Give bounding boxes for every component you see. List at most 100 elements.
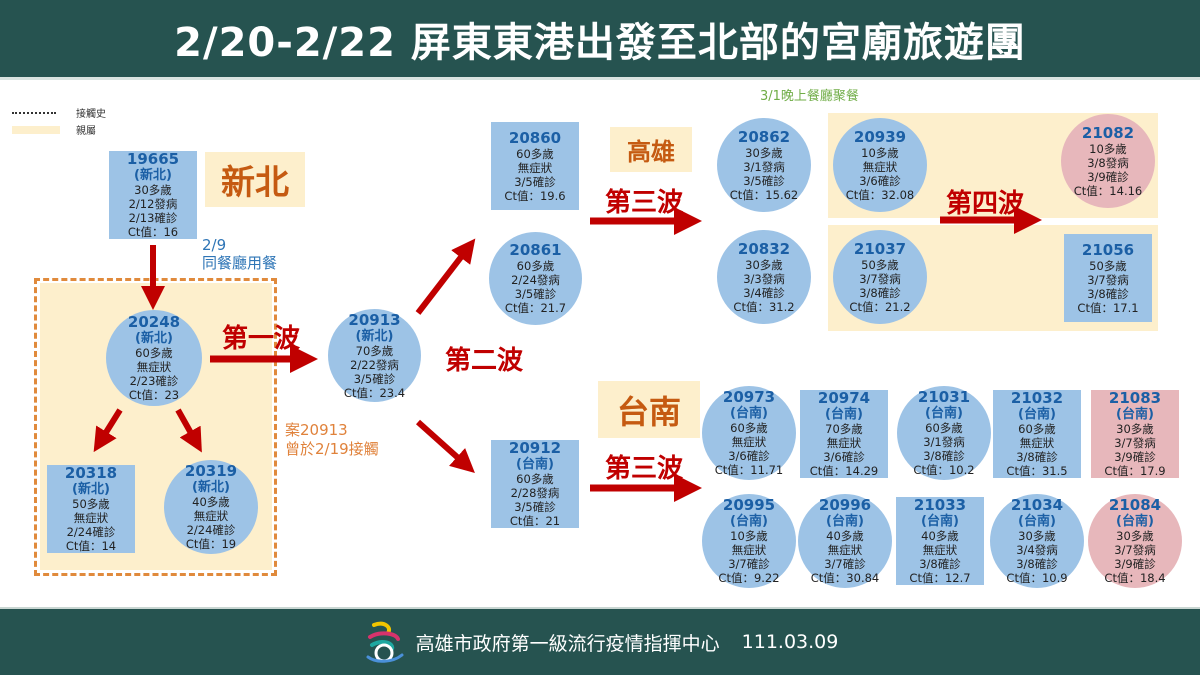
case-20996[interactable]: 20996 (台南) 40多歲 無症狀 3/7確診 Ct值：30.84: [798, 494, 892, 588]
case-ct: Ct值：14: [65, 539, 117, 553]
case-age: 50多歲: [1089, 258, 1127, 273]
case-20973[interactable]: 20973 (台南) 60多歲 無症狀 3/6確診 Ct值：11.71: [702, 386, 796, 480]
footer-date: 111.03.09: [741, 631, 839, 653]
case-20912[interactable]: 20912 (台南) 60多歲 2/28發病 3/5確診 Ct值：21: [491, 440, 579, 528]
restaurant-note: 2/9 同餐廳用餐: [202, 236, 277, 272]
case-ct: Ct值：23.4: [343, 385, 406, 400]
case-ct: Ct值：21.7: [504, 301, 567, 315]
case-onset: 3/8發病: [1087, 155, 1129, 170]
case-symptom: 無症狀: [193, 509, 229, 523]
case-city: (新北): [72, 482, 110, 497]
case-ct: Ct值：14.29: [809, 464, 879, 478]
case-onset: 3/1發病: [923, 435, 965, 449]
case-20939[interactable]: 20939 10多歲 無症狀 3/6確診 Ct值：32.08: [833, 118, 927, 212]
case-ct: Ct值：9.22: [718, 571, 780, 585]
case-confirmed: 3/8確診: [923, 449, 965, 463]
case-id: 21037: [853, 239, 907, 258]
contact-note-text: 曾於2/19接觸: [285, 440, 379, 458]
case-ct: Ct值：31.2: [733, 299, 795, 314]
case-confirmed: 3/7確診: [824, 557, 866, 571]
wave-fourth-label: 第四波: [946, 189, 1025, 219]
case-onset: 3/1發病: [743, 159, 785, 174]
case-20248[interactable]: 20248 (新北) 60多歲 無症狀 2/23確診 Ct值：23: [106, 310, 202, 406]
case-20860[interactable]: 20860 60多歲 無症狀 3/5確診 Ct值：19.6: [491, 122, 579, 210]
case-confirmed: 3/8確診: [1016, 557, 1058, 571]
case-symptom: 無症狀: [73, 511, 109, 525]
case-confirmed: 3/8確診: [859, 285, 901, 300]
case-id: 20939: [853, 127, 907, 146]
case-21033[interactable]: 21033 (台南) 40多歲 無症狀 3/8確診 Ct值：12.7: [896, 497, 984, 585]
case-20974[interactable]: 20974 (台南) 70多歲 無症狀 3/6確診 Ct值：14.29: [800, 390, 888, 478]
case-confirmed: 3/8確診: [1087, 286, 1129, 301]
case-confirmed: 2/24確診: [66, 525, 116, 539]
case-ct: Ct值：30.84: [810, 571, 880, 585]
case-confirmed: 3/5確診: [514, 287, 557, 301]
case-id: 21084: [1108, 496, 1162, 514]
case-21032[interactable]: 21032 (台南) 60多歲 無症狀 3/8確診 Ct值：31.5: [993, 390, 1081, 478]
case-ct: Ct值：17.9: [1104, 464, 1166, 478]
case-21034[interactable]: 21034 (台南) 30多歲 3/4發病 3/8確診 Ct值：10.9: [990, 494, 1084, 588]
case-symptom: 無症狀: [731, 435, 767, 449]
case-symptom: 無症狀: [136, 360, 172, 374]
arrow-20913-20861: [415, 238, 476, 315]
case-age: 10多歲: [1089, 141, 1127, 156]
case-city: (台南): [730, 406, 768, 421]
case-20913[interactable]: 20913 (新北) 70多歲 2/22發病 3/5確診 Ct值：23.4: [328, 309, 421, 402]
case-symptom: 無症狀: [517, 160, 553, 175]
case-city: (台南): [925, 406, 963, 421]
case-20832[interactable]: 20832 30多歲 3/3發病 3/4確診 Ct值：31.2: [717, 230, 811, 324]
case-20861[interactable]: 20861 60多歲 2/24發病 3/5確診 Ct值：21.7: [489, 232, 582, 325]
case-age: 60多歲: [516, 146, 554, 161]
case-confirmed: 2/13確診: [128, 211, 178, 225]
case-20862[interactable]: 20862 30多歲 3/1發病 3/5確診 Ct值：15.62: [717, 118, 811, 212]
case-city: (台南): [826, 514, 864, 529]
case-ct: Ct值：21.2: [849, 299, 911, 314]
case-confirmed: 2/23確診: [129, 374, 179, 388]
region-tainan: 台南: [598, 381, 700, 438]
contact-note: 案20913 曾於2/19接觸: [285, 421, 379, 459]
case-id: 20996: [818, 496, 872, 514]
case-20318[interactable]: 20318 (新北) 50多歲 無症狀 2/24確診 Ct值：14: [47, 465, 135, 553]
case-onset: 3/3發病: [743, 271, 785, 286]
case-20995[interactable]: 20995 (台南) 10多歲 無症狀 3/7確診 Ct值：9.22: [702, 494, 796, 588]
case-city: (台南): [1116, 514, 1154, 529]
case-confirmed: 3/5確診: [514, 174, 556, 189]
legend: 接觸史 親屬: [12, 104, 106, 138]
case-age: 50多歲: [72, 497, 110, 511]
case-age: 60多歲: [925, 421, 963, 435]
case-onset: 3/7發病: [859, 271, 901, 286]
footer-org: 高雄市政府第一級流行疫情指揮中心: [415, 632, 720, 655]
case-21056[interactable]: 21056 50多歲 3/7發病 3/8確診 Ct值：17.1: [1064, 234, 1152, 322]
case-ct: Ct值：12.7: [909, 571, 971, 585]
arrow-20913-20912: [415, 419, 475, 474]
case-confirmed: 3/8確診: [1016, 450, 1058, 464]
case-symptom: 無症狀: [827, 543, 863, 557]
case-19665[interactable]: 19665 (新北) 30多歲 2/12發病 2/13確診 Ct值：16: [109, 151, 197, 239]
case-21031[interactable]: 21031 (台南) 60多歲 3/1發病 3/8確診 Ct值：10.2: [897, 386, 991, 480]
case-21084[interactable]: 21084 (台南) 30多歲 3/7發病 3/9確診 Ct值：18.4: [1088, 494, 1182, 588]
case-id: 20248: [127, 313, 181, 331]
case-age: 40多歲: [192, 495, 230, 509]
case-20319[interactable]: 20319 (新北) 40多歲 無症狀 2/24確診 Ct值：19: [164, 460, 258, 554]
case-ct: Ct值：11.71: [714, 463, 784, 477]
arrow-20248-20318: [93, 408, 123, 453]
case-age: 60多歲: [135, 346, 173, 360]
case-ct: Ct值：19: [185, 537, 237, 551]
case-21083[interactable]: 21083 (台南) 30多歲 3/7發病 3/9確診 Ct值：17.9: [1091, 390, 1179, 478]
case-id: 20832: [737, 239, 791, 258]
case-confirmed: 3/6確診: [823, 450, 865, 464]
case-age: 60多歲: [516, 259, 555, 273]
case-symptom: 無症狀: [862, 159, 898, 174]
case-id: 20319: [184, 462, 238, 480]
case-21037[interactable]: 21037 50多歲 3/7發病 3/8確診 Ct值：21.2: [833, 230, 927, 324]
case-21082[interactable]: 21082 10多歲 3/8發病 3/9確診 Ct值：14.16: [1061, 114, 1155, 208]
case-id: 21056: [1081, 240, 1135, 259]
case-ct: Ct值：14.16: [1073, 183, 1143, 198]
case-city: (台南): [516, 457, 554, 472]
contact-note-case: 案20913: [285, 421, 348, 439]
legend-family: 親屬: [12, 121, 106, 138]
case-city: (新北): [135, 331, 173, 346]
case-confirmed: 3/5確診: [743, 173, 785, 188]
case-ct: Ct值：10.9: [1006, 571, 1068, 585]
